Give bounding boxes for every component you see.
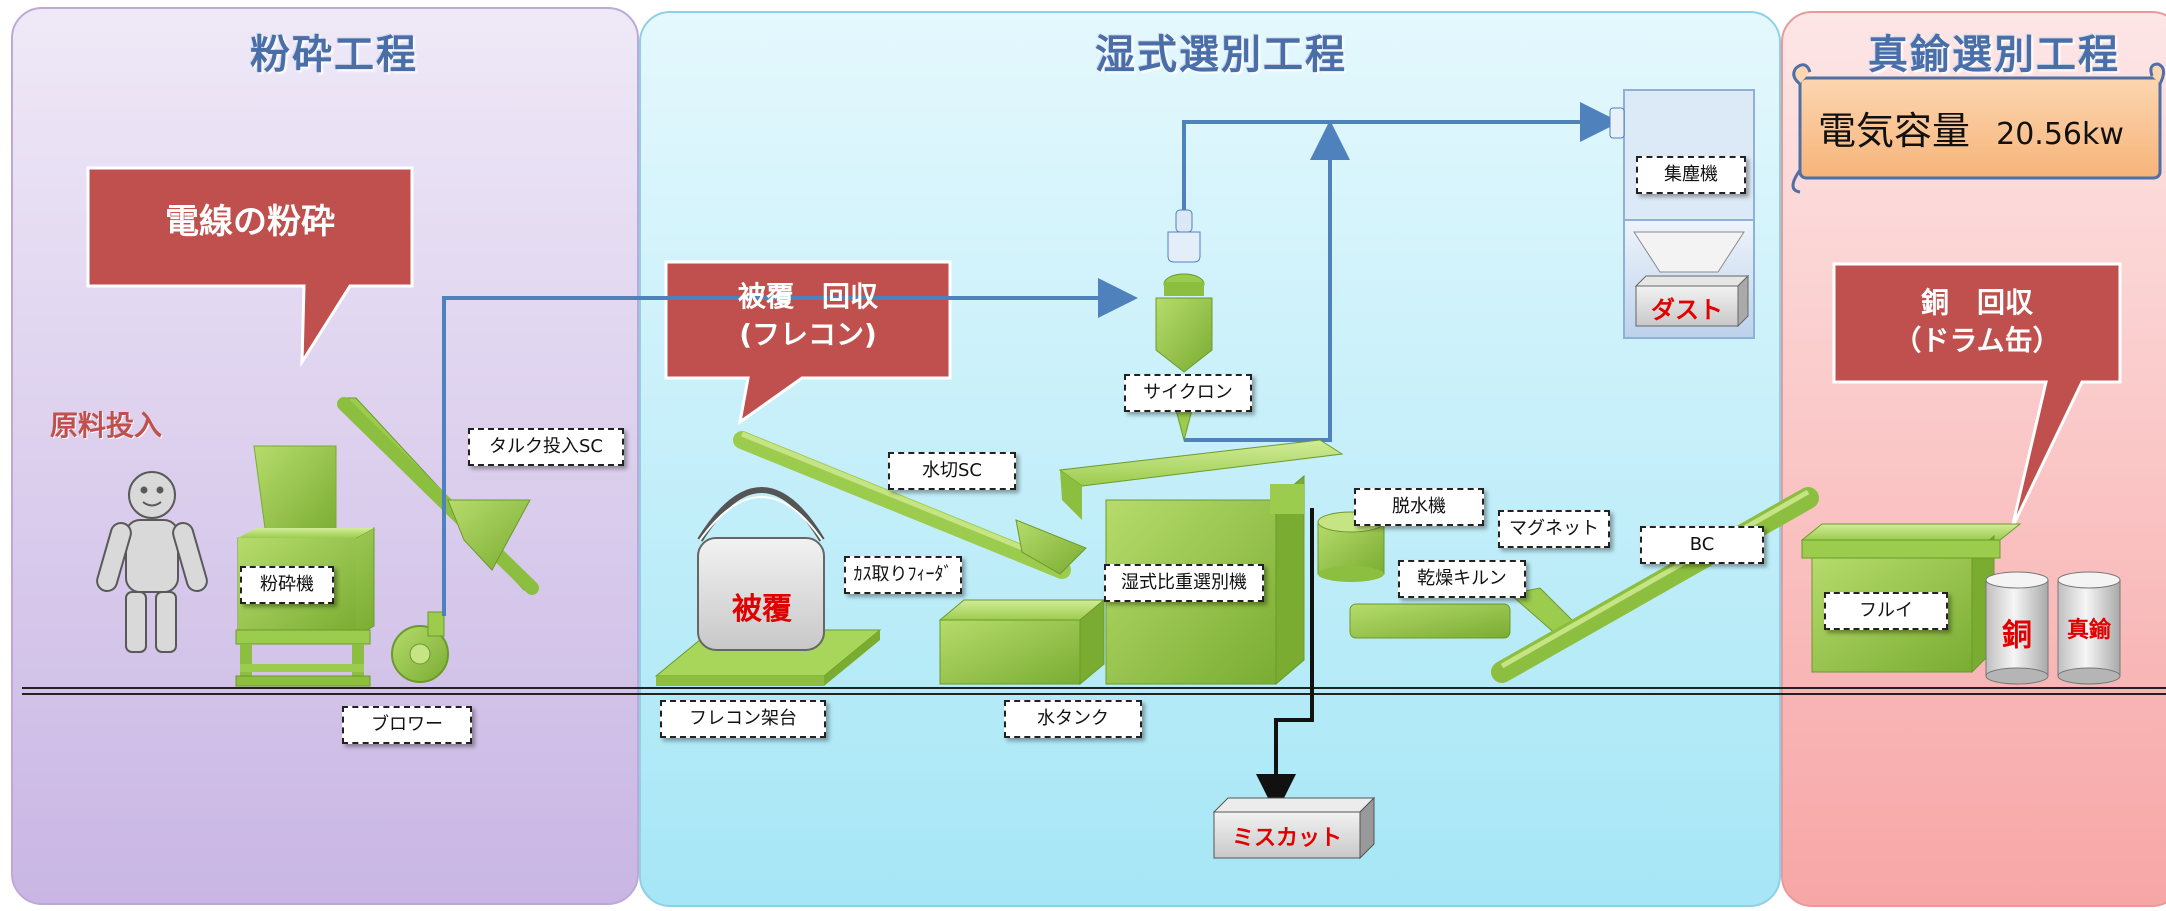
- cyclone-separator: [1155, 209, 1213, 442]
- miscut-box: [1212, 796, 1376, 860]
- coating-recovery-line2: (フレコン): [739, 317, 877, 351]
- copper-recovery-text: 銅 回収 （ドラム缶）: [1834, 284, 2120, 360]
- blower-label: ブロワー: [342, 706, 472, 744]
- operator-figure: [96, 471, 208, 653]
- wire-crushing-callout: [86, 166, 414, 368]
- power-capacity-value: 20.56kw: [1996, 117, 2124, 152]
- sieve-label: フルイ: [1824, 592, 1948, 630]
- water-drain-screw-conveyor: [733, 431, 1087, 579]
- wet-gravity-separator-label: 湿式比重選別機: [1104, 564, 1264, 602]
- copper-recovery-callout: [1832, 262, 2122, 529]
- water-tank-label: 水タンク: [1004, 700, 1142, 738]
- magnet-label: マグネット: [1498, 510, 1610, 548]
- blower-fan: [391, 611, 449, 683]
- brass-drum-label: 真鍮: [2066, 618, 2111, 643]
- dust-collector-label: 集塵機: [1636, 156, 1746, 194]
- copper-drum-label: 銅: [2002, 618, 2032, 653]
- coating-recovery-callout: [664, 260, 952, 426]
- talc-sc-label: タルク投入SC: [468, 428, 624, 466]
- brass-drum: [2057, 571, 2121, 685]
- crushing-section-title: 粉砕工程: [250, 32, 418, 78]
- talc-screw-conveyor: [337, 397, 539, 595]
- flecon-stand-label: フレコン架台: [660, 700, 826, 738]
- power-capacity-label: 電気容量: [1818, 109, 1971, 153]
- water-drain-sc-label: 水切SC: [888, 452, 1016, 490]
- brass-sorting-section-title: 真鍮選別工程: [1868, 32, 2120, 78]
- scum-feeder-label: ｶｽ取りﾌｨｰﾀﾞ: [844, 556, 962, 594]
- dehydrator-label: 脱水機: [1354, 488, 1484, 526]
- raw-material-input-label: 原料投入: [50, 409, 163, 442]
- power-capacity: 電気容量 20.56kw: [1818, 100, 2148, 156]
- coating-bag: [697, 487, 825, 651]
- wet-sorting-section-title: 湿式選別工程: [1095, 32, 1347, 78]
- bc-label: BC: [1640, 526, 1764, 564]
- crusher-label: 粉砕機: [240, 566, 334, 604]
- copper-recovery-line2: （ドラム缶）: [1893, 323, 2061, 357]
- coating-recovery-text: 被覆 回収 (フレコン): [666, 278, 950, 354]
- drying-kiln-label: 乾燥キルン: [1398, 560, 1526, 598]
- water-tank: [938, 598, 1106, 686]
- cyclone-label: サイクロン: [1124, 374, 1252, 412]
- copper-recovery-line1: 銅 回収: [1920, 286, 2033, 319]
- coating-recovery-line1: 被覆 回収: [737, 280, 878, 313]
- miscut-box-label: ミスカット: [1231, 826, 1342, 851]
- coating-bag-label: 被覆: [732, 592, 792, 627]
- wire-crushing-text: 電線の粉砕: [165, 202, 335, 242]
- drying-kiln-machine: [1349, 587, 1581, 639]
- dust-box: [1634, 274, 1750, 328]
- power-capacity-scroll: [1791, 62, 2165, 194]
- copper-drum: [1985, 571, 2049, 685]
- dust-box-label: ダスト: [1651, 296, 1723, 324]
